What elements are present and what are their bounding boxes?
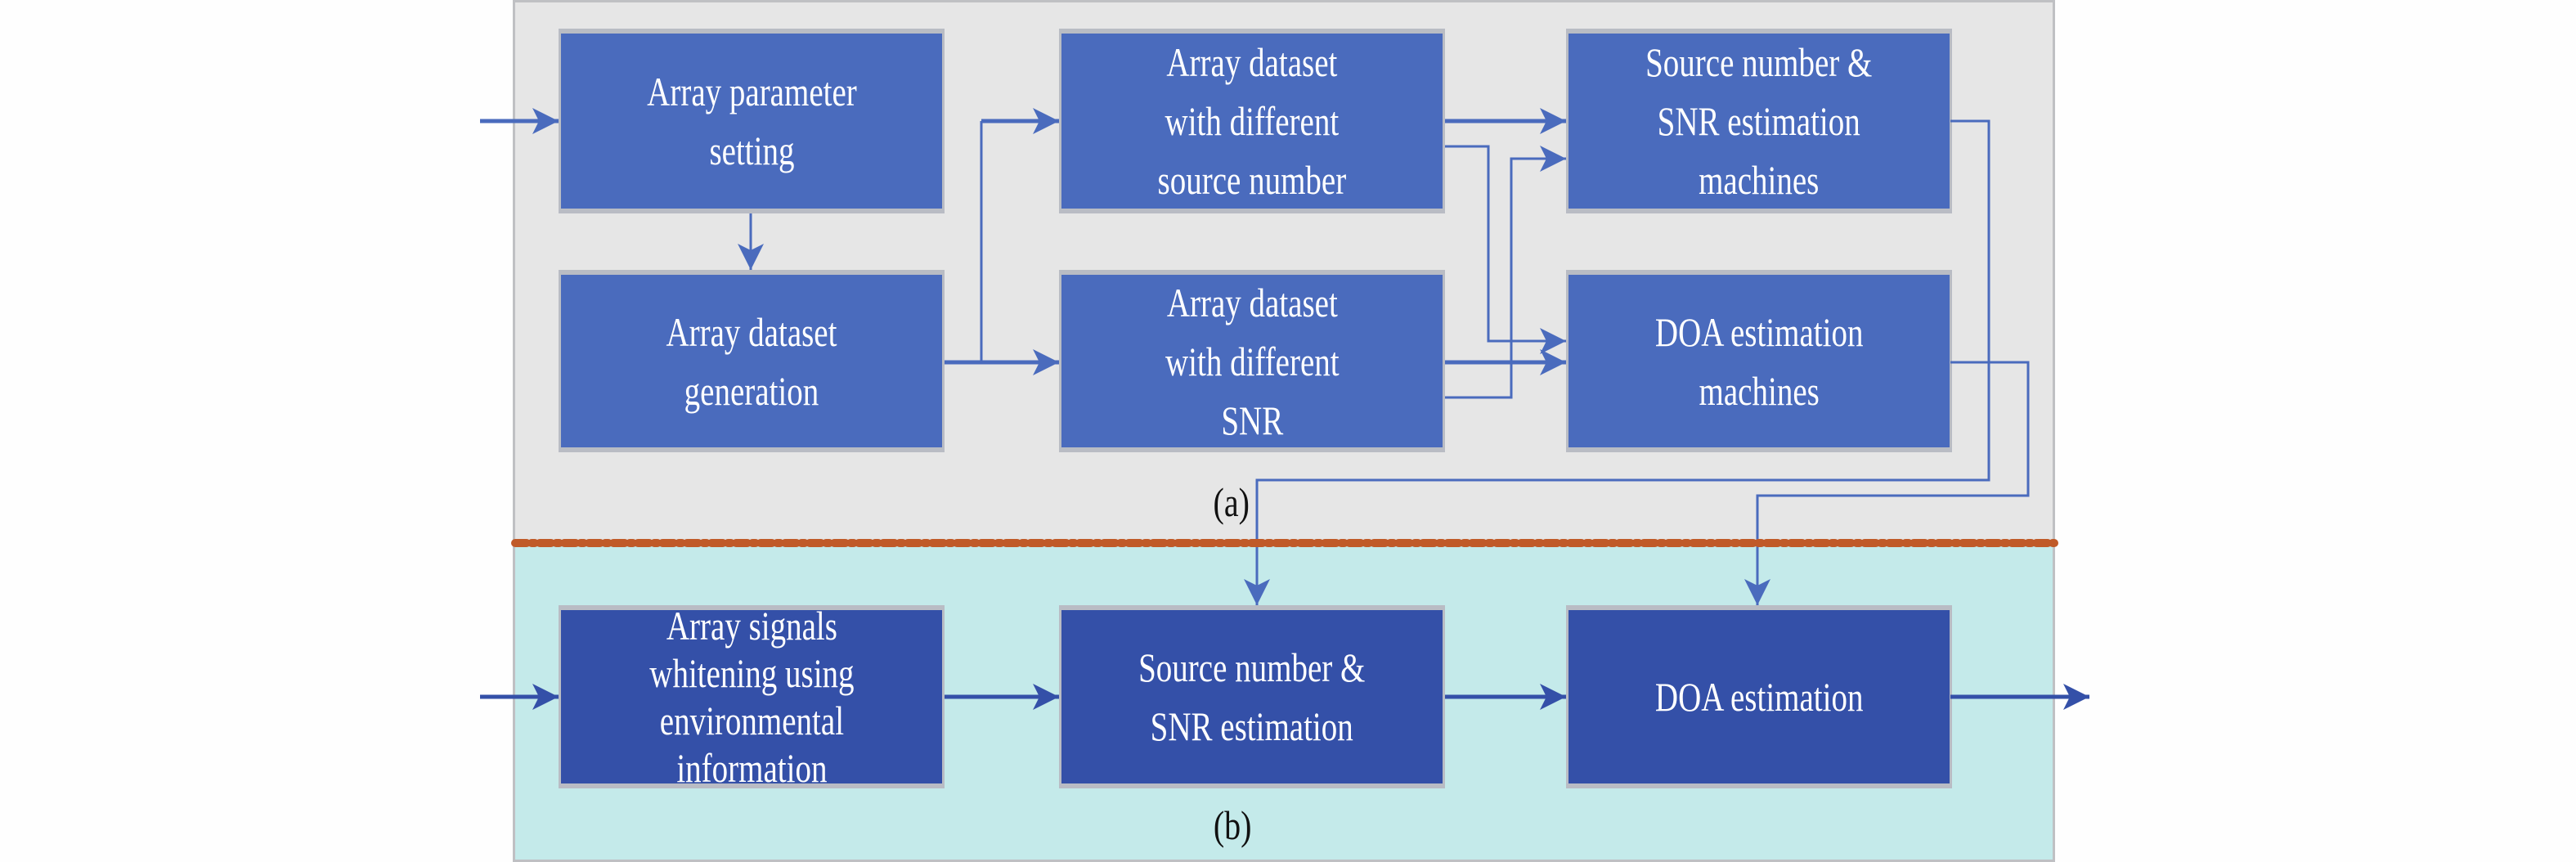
box-label: Source number & SNR estimation machines (1645, 39, 1873, 203)
section-b-label: (b) (1213, 802, 1252, 848)
box-label: Array dataset with different SNR (1165, 279, 1340, 443)
array-parameter-setting-box: Array parameter setting (559, 29, 945, 213)
box-label: Array dataset with different source numb… (1157, 39, 1347, 203)
box-label: Array dataset generation (666, 308, 837, 414)
box-label: Array parameter setting (646, 69, 857, 173)
box-label: Array signals whitening using environmen… (648, 603, 855, 791)
box-label: Source number & SNR estimation (1138, 644, 1366, 749)
section-a-label: (a) (1213, 479, 1250, 525)
snr-dataset-to-machine-arrow (1445, 146, 1566, 399)
source-dataset-to-doa-arrow (1445, 145, 1566, 354)
dataset-source-number-box: Array dataset with different source numb… (1059, 29, 1445, 213)
doa-machine-to-estimation-arrow (1744, 361, 2030, 605)
machine-to-estimation-arrow (1244, 119, 1990, 605)
box-label: DOA estimation machines (1654, 308, 1864, 414)
box-label: DOA estimation (1654, 674, 1864, 720)
dataset-snr-box: Array dataset with different SNR (1059, 270, 1445, 452)
source-snr-machines-box: Source number & SNR estimation machines (1566, 29, 1952, 213)
source-snr-estimation-box: Source number & SNR estimation (1059, 605, 1445, 788)
whitening-box: Array signals whitening using environmen… (559, 603, 945, 791)
array-dataset-generation-box: Array dataset generation (559, 270, 945, 452)
doa-machines-box: DOA estimation machines (1566, 270, 1952, 452)
doa-estimation-box: DOA estimation (1566, 605, 1952, 788)
